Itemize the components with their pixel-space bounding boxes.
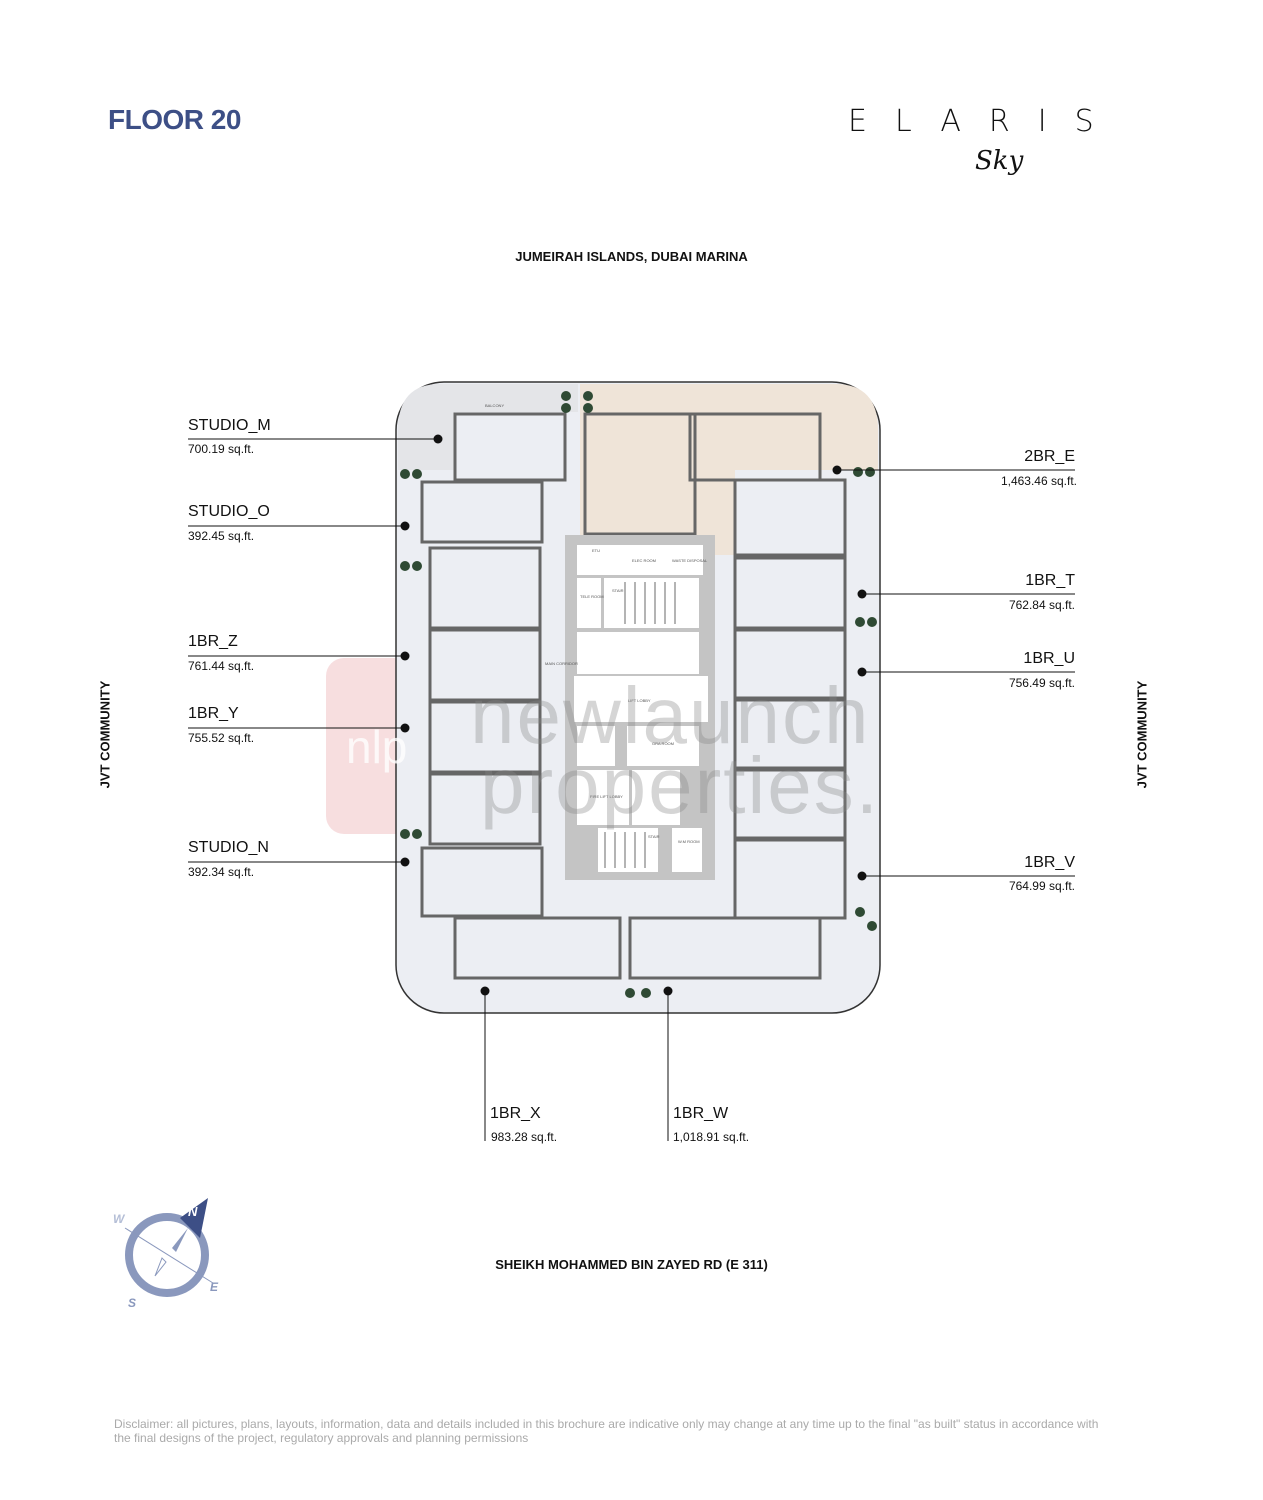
unit-studio-n-name: STUDIO_N: [188, 839, 269, 856]
unit-1br-y-name: 1BR_Y: [188, 705, 239, 722]
unit-1br-x-area: 983.28 sq.ft.: [491, 1130, 558, 1144]
unit-1br-t-area: 762.84 sq.ft.: [1008, 598, 1075, 612]
watermark-logo: nlp: [346, 721, 408, 773]
studio-m-balcony: [398, 384, 578, 470]
compass-n: N: [188, 1204, 198, 1219]
watermark-text-1: newlaunch: [470, 671, 871, 760]
disclaimer: Disclaimer: all pictures, plans, layouts…: [114, 1417, 1099, 1445]
unit-2br-e-area: [580, 384, 878, 555]
room-etu: ETU: [592, 548, 600, 553]
unit-1br-y-area: 755.52 sq.ft.: [188, 731, 255, 745]
brand-logo: ELARIS: [848, 104, 1122, 139]
unit-1br-w-area: 1,018.91 sq.ft.: [673, 1130, 750, 1144]
compass-icon: [124, 1198, 214, 1297]
room-stair-2: STAIR: [648, 834, 660, 839]
orientation-bottom: SHEIKH MOHAMMED BIN ZAYED RD (E 311): [495, 1257, 768, 1272]
room-stair-1: STAIR: [612, 588, 624, 593]
unit-1br-v-name: 1BR_V: [1024, 854, 1075, 871]
unit-1br-z-name: 1BR_Z: [188, 633, 238, 650]
unit-studio-o-area: 392.45 sq.ft.: [188, 529, 255, 543]
unit-markers: [400, 434, 867, 996]
room-gra: GRA ROOM: [652, 741, 674, 746]
leader-lines: [188, 438, 1075, 1141]
compass-w: W: [113, 1212, 125, 1226]
unit-2br-e-name: 2BR_E: [1024, 448, 1075, 465]
unit-studio-n-area: 392.34 sq.ft.: [188, 865, 255, 879]
unit-walls: [420, 412, 847, 980]
tree-icons: [400, 391, 877, 998]
unit-1br-u-area: 756.49 sq.ft.: [1008, 676, 1075, 690]
floor-title: FLOOR 20: [108, 104, 241, 135]
room-corridor: MAIN CORRIDOR: [545, 661, 578, 666]
unit-studio-m-name: STUDIO_M: [188, 417, 271, 434]
unit-1br-x-name: 1BR_X: [490, 1105, 541, 1122]
room-waste: WASTE DISPOSAL: [672, 558, 708, 563]
room-balcony: BALCONY: [485, 403, 504, 408]
unit-1br-v-area: 764.99 sq.ft.: [1008, 879, 1075, 893]
compass-s: S: [128, 1296, 137, 1310]
room-wm: W.M ROOM: [678, 839, 700, 844]
unit-2br-e-area: 1,463.46 sq.ft.: [1000, 474, 1077, 488]
compass-e: E: [210, 1280, 219, 1294]
room-lift-lobby: LIFT LOBBY: [628, 698, 651, 703]
room-tele: TELE ROOM: [580, 594, 604, 599]
unit-studio-m-area: 700.19 sq.ft.: [188, 442, 255, 456]
orientation-top: JUMEIRAH ISLANDS, DUBAI MARINA: [515, 249, 748, 264]
brand-logo-sub: Sky: [975, 146, 1024, 176]
room-elec: ELEC ROOM: [632, 558, 656, 563]
unit-1br-z-area: 761.44 sq.ft.: [188, 659, 255, 673]
unit-studio-o-name: STUDIO_O: [188, 503, 270, 520]
unit-1br-t-name: 1BR_T: [1025, 572, 1075, 589]
watermark-text-2: properties.: [480, 741, 880, 830]
unit-1br-u-name: 1BR_U: [1023, 650, 1075, 667]
building-core: ETU ELEC ROOM WASTE DISPOSAL TELE ROOM S…: [485, 403, 715, 880]
unit-1br-w-name: 1BR_W: [673, 1105, 729, 1122]
room-fire-lift: FIRE LIFT LOBBY: [590, 794, 623, 799]
